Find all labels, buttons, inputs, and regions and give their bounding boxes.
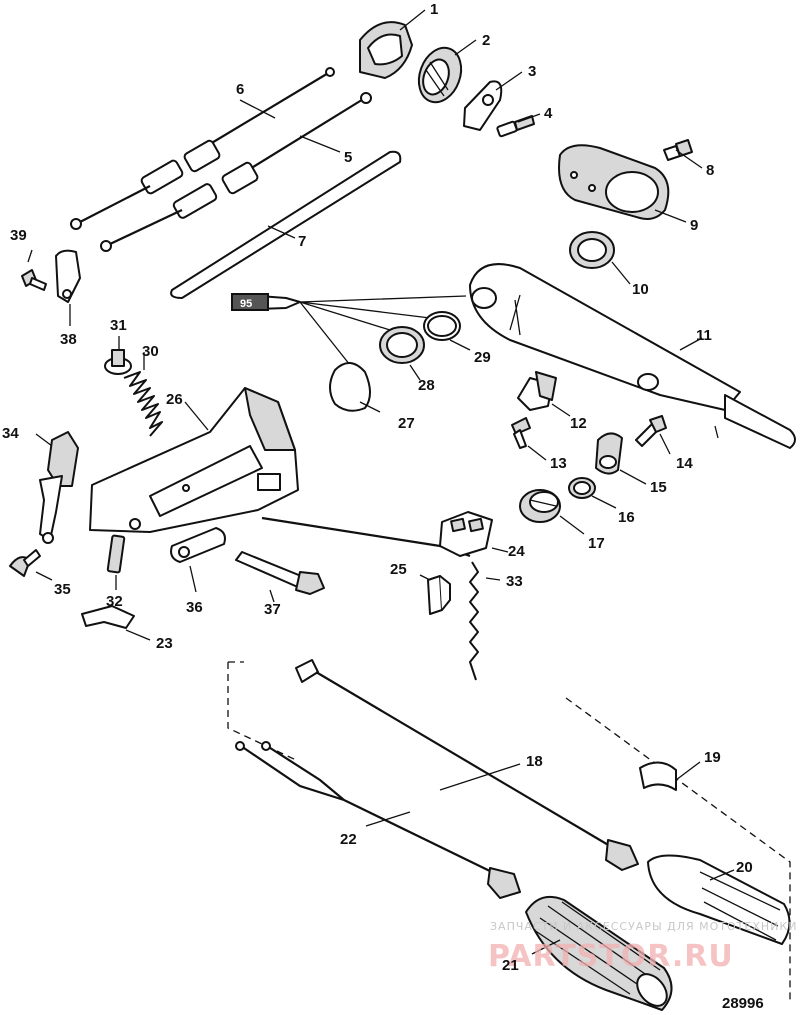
sealant-tube-label: 95 <box>240 298 252 310</box>
label-part-1: 1 <box>430 1 438 18</box>
part-17-knob <box>519 489 561 523</box>
watermark-line1: ЗАПЧАСТИ И АКСЕССУАРЫ ДЛЯ МОТОТЕХНИКИ <box>490 920 797 933</box>
label-part-21: 21 <box>502 957 519 974</box>
label-part-4: 4 <box>544 105 553 122</box>
part-19-clip <box>639 761 677 791</box>
part-18-throttle-rod <box>295 659 639 871</box>
part-29-o-ring <box>423 311 461 341</box>
sealant-tube: 95 <box>231 293 467 366</box>
part-20-grip-core <box>647 854 791 945</box>
label-part-19: 19 <box>704 749 721 766</box>
part-1-clamp <box>359 21 413 79</box>
label-part-2: 2 <box>482 32 490 49</box>
label-part-17: 17 <box>588 535 605 552</box>
label-part-35: 35 <box>54 581 71 598</box>
label-part-12: 12 <box>570 415 587 432</box>
part-34-lever <box>39 431 79 544</box>
label-part-26: 26 <box>166 391 183 408</box>
label-part-33: 33 <box>506 573 523 590</box>
part-9-handle-cap <box>558 144 670 220</box>
part-11-tiller-arm <box>469 263 796 449</box>
part-3-plate <box>463 80 503 131</box>
watermark-line2: PARTSTOR.RU <box>488 939 734 974</box>
part-30-spring <box>123 371 163 437</box>
label-part-34: 34 <box>2 425 19 442</box>
label-part-13: 13 <box>550 455 567 472</box>
label-part-5: 5 <box>344 149 352 166</box>
part-13-screw <box>511 417 531 449</box>
part-24-switch <box>261 511 493 558</box>
part-15-clamp <box>595 432 623 475</box>
label-part-14: 14 <box>676 455 693 472</box>
part-16-washer <box>568 477 596 499</box>
part-37-bolt <box>235 551 325 595</box>
part-25-bracket <box>427 575 451 615</box>
label-part-3: 3 <box>528 63 536 80</box>
label-part-27: 27 <box>398 415 415 432</box>
part-number-labels: 1 2 3 4 5 6 7 8 9 10 11 12 13 14 15 16 1… <box>2 1 753 974</box>
label-part-20: 20 <box>736 859 753 876</box>
label-part-16: 16 <box>618 509 635 526</box>
part-12-bracket <box>517 371 557 411</box>
part-28-bushing <box>379 326 425 364</box>
label-part-8: 8 <box>706 162 714 179</box>
part-23-clip <box>81 605 135 629</box>
label-part-23: 23 <box>156 635 173 652</box>
part-39-screw <box>21 269 47 291</box>
part-35-screw <box>9 549 41 577</box>
part-6-gas-spring <box>70 67 335 230</box>
label-part-28: 28 <box>418 377 435 394</box>
part-38-bracket <box>55 249 81 303</box>
assembly-outline <box>227 661 791 1000</box>
part-32-pin <box>106 534 126 574</box>
part-26-housing <box>89 387 299 533</box>
part-22-cable <box>235 741 521 899</box>
part-36-plate <box>170 527 226 563</box>
figure-number: 28996 <box>722 995 764 1012</box>
label-part-7: 7 <box>298 233 306 250</box>
part-4-screw <box>496 115 535 138</box>
part-14-bolt <box>635 415 667 447</box>
leader-lines <box>27 9 735 955</box>
part-27-o-ring <box>329 362 371 412</box>
label-part-18: 18 <box>526 753 543 770</box>
watermark: ЗАПЧАСТИ И АКСЕССУАРЫ ДЛЯ МОТОТЕХНИКИ PA… <box>488 920 797 974</box>
label-part-29: 29 <box>474 349 491 366</box>
label-part-25: 25 <box>390 561 407 578</box>
label-part-10: 10 <box>632 281 649 298</box>
label-part-11: 11 <box>696 327 712 344</box>
label-part-9: 9 <box>690 217 698 234</box>
label-part-38: 38 <box>60 331 77 348</box>
label-part-32: 32 <box>106 593 123 610</box>
label-part-6: 6 <box>236 81 244 98</box>
part-10-ring <box>569 231 615 269</box>
label-part-31: 31 <box>110 317 127 334</box>
label-part-15: 15 <box>650 479 667 496</box>
label-part-24: 24 <box>508 543 525 560</box>
part-8-bolt <box>663 139 693 161</box>
part-2-pulley <box>417 46 463 104</box>
part-31-clip <box>104 349 132 375</box>
label-part-30: 30 <box>142 343 159 360</box>
label-part-39: 39 <box>10 227 27 244</box>
label-part-37: 37 <box>264 601 281 618</box>
part-5-gas-spring <box>100 92 372 252</box>
label-part-22: 22 <box>340 831 357 848</box>
label-part-36: 36 <box>186 599 203 616</box>
part-33-spring <box>469 561 479 681</box>
part-7-rod <box>170 150 402 299</box>
part-21-grip <box>525 896 673 1011</box>
